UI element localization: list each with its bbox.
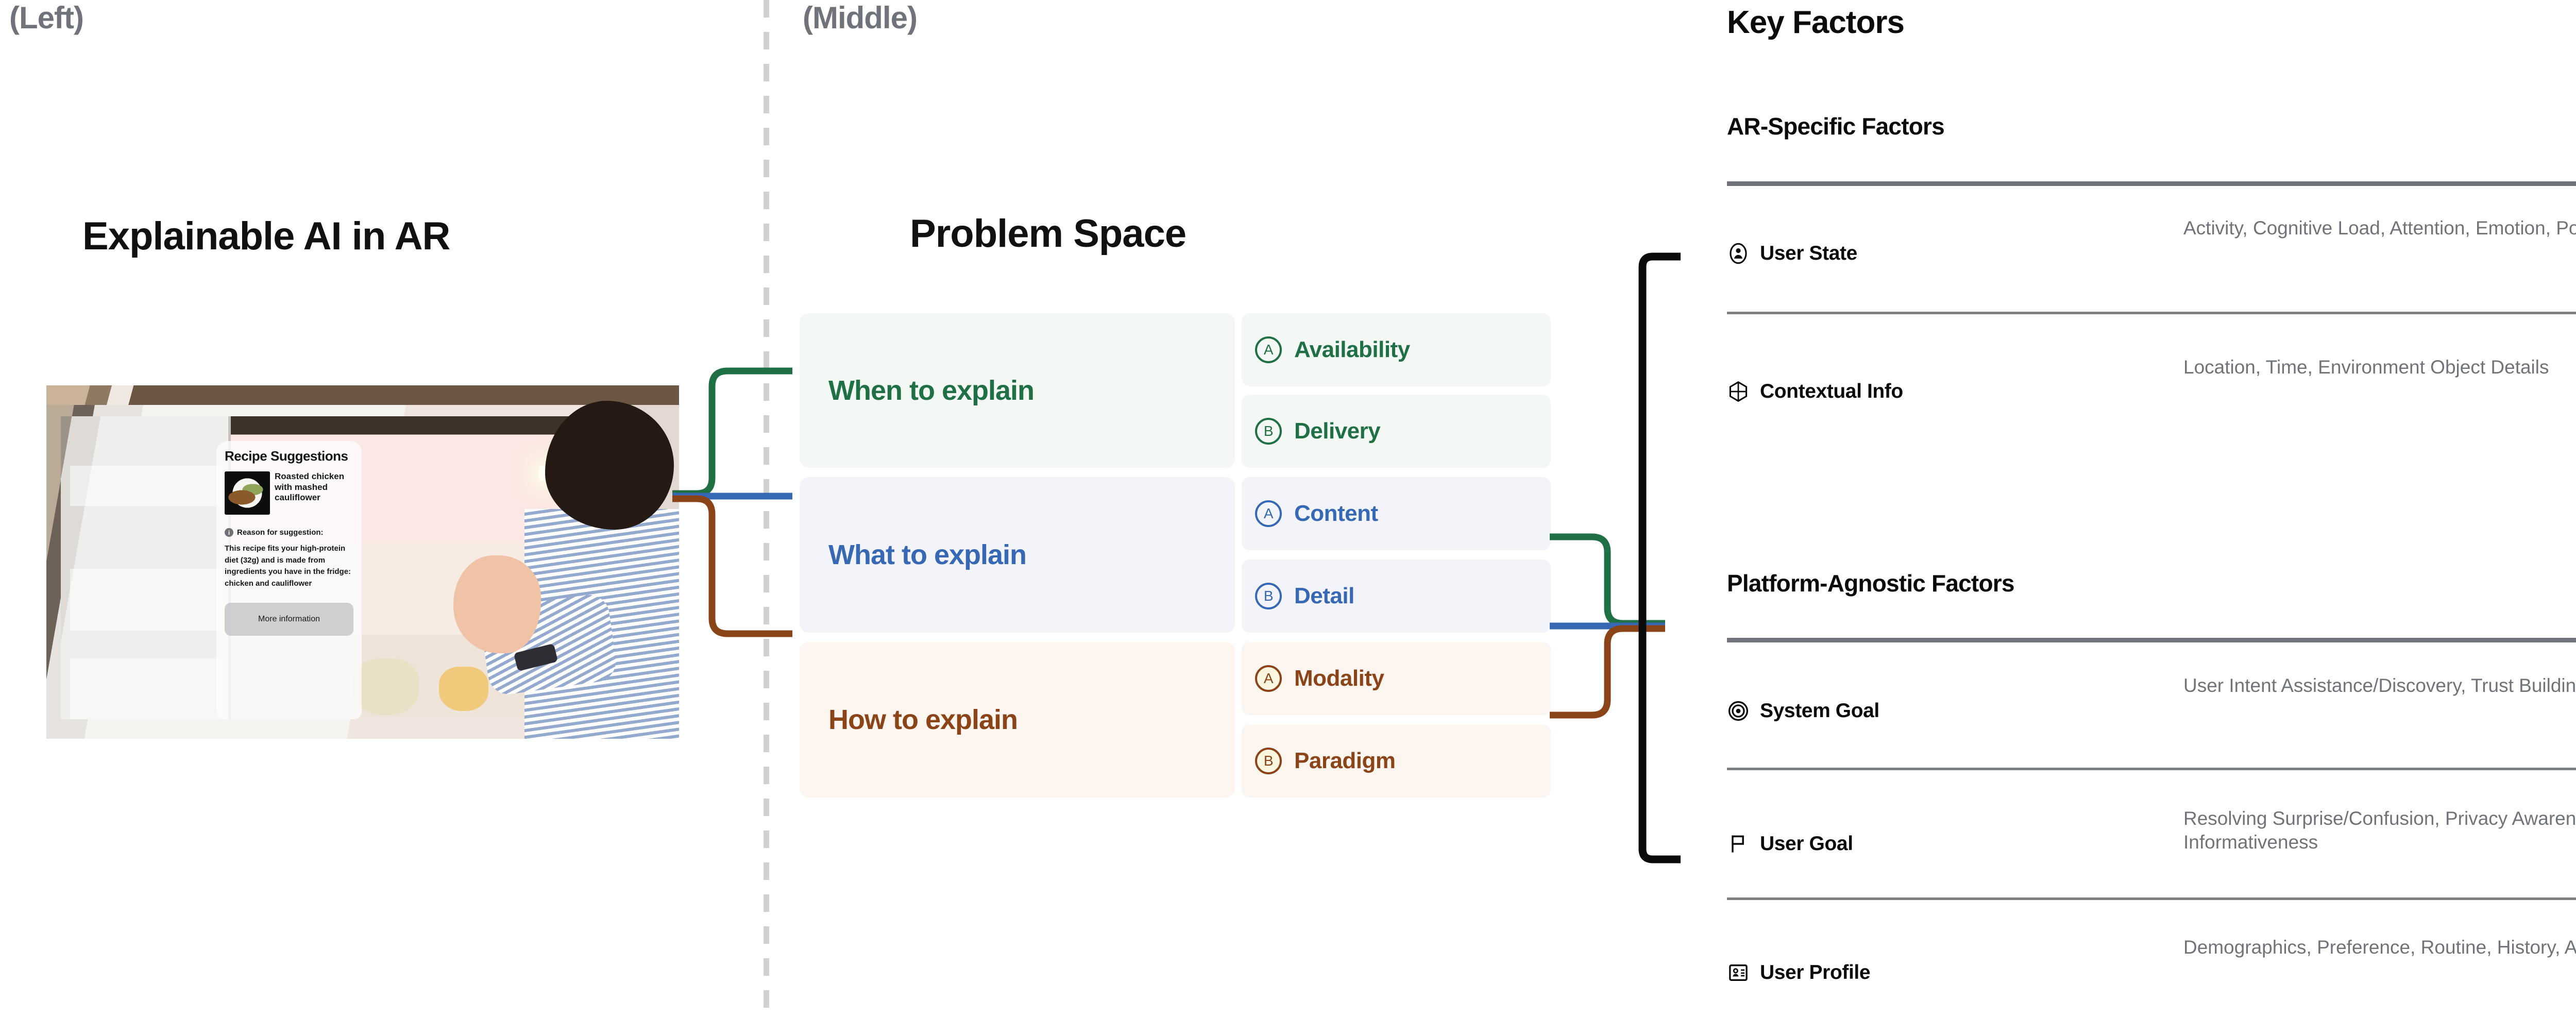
ar-card-heading: Recipe Suggestions	[225, 448, 348, 464]
row-value-user-goal: Resolving Surprise/Confusion, Privacy Aw…	[2183, 808, 2576, 853]
contextual-info-icon	[1729, 381, 1748, 402]
fridge-produce	[352, 658, 419, 715]
row-value-system-goal: User Intent Assistance/Discovery, Trust …	[2183, 675, 2576, 696]
fridge-fruit	[439, 667, 488, 711]
ar-specific-rule-mid	[1727, 312, 2576, 314]
platform-rule-top	[1727, 638, 2576, 642]
label-system-goal: System Goal	[1760, 700, 1879, 722]
group-what-to-explain[interactable]: What to explain	[800, 477, 1235, 633]
ar-specific-heading: AR-Specific Factors	[1727, 113, 1945, 140]
subitem-paradigm[interactable]: B Paradigm	[1242, 724, 1551, 798]
connector-groups-to-key-factors	[1550, 252, 1681, 863]
middle-title: Problem Space	[910, 212, 1187, 256]
key-factors-title: Key Factors	[1727, 5, 1905, 40]
platform-rule-1	[1727, 768, 2576, 770]
row-label-user-state: User State	[1727, 242, 1857, 265]
connector-photo-to-groups	[672, 367, 792, 637]
left-title: Explainable AI in AR	[82, 214, 450, 258]
badge-b-paradigm: B	[1255, 748, 1282, 774]
label-availability: Availability	[1294, 337, 1410, 362]
subitem-delivery[interactable]: B Delivery	[1242, 395, 1551, 468]
recipe-name: Roasted chicken with mashed cauliflower	[275, 471, 345, 503]
row-label-system-goal: System Goal	[1727, 700, 1879, 722]
row-value-user-profile: Demographics, Preference, Routine, Histo…	[2183, 937, 2576, 958]
fridge-door	[61, 416, 231, 719]
row-label-contextual-info: Contextual Info	[1727, 380, 1903, 403]
user-profile-icon	[1729, 964, 1748, 981]
label-delivery: Delivery	[1294, 418, 1381, 444]
row-value-user-state: Activity, Cognitive Load, Attention, Emo…	[2183, 217, 2576, 239]
row-value-contextual-info: Location, Time, Environment Object Detai…	[2183, 357, 2549, 378]
recipe-thumbnail	[225, 471, 270, 515]
label-detail: Detail	[1294, 583, 1354, 608]
subitem-content[interactable]: A Content	[1242, 477, 1551, 550]
door-shelf-1	[70, 466, 222, 506]
badge-b-detail: B	[1255, 583, 1282, 609]
label-paradigm: Paradigm	[1294, 748, 1396, 773]
user-state-icon	[1730, 243, 1747, 264]
door-shelf-3	[70, 658, 222, 719]
ar-reason-label: Reason for suggestion:	[237, 528, 324, 537]
platform-rule-2	[1727, 897, 2576, 900]
ar-overlay-card: Recipe Suggestions Roasted chicken with …	[216, 441, 362, 719]
subitem-detail[interactable]: B Detail	[1242, 560, 1551, 633]
label-modality: Modality	[1294, 666, 1384, 691]
label-contextual-info: Contextual Info	[1760, 380, 1903, 402]
badge-a-content: A	[1255, 500, 1282, 527]
subitem-modality[interactable]: A Modality	[1242, 642, 1551, 715]
divider-left-middle	[764, 0, 769, 1017]
more-information-button[interactable]: More information	[225, 603, 353, 636]
ar-recipe-row: Roasted chicken with mashed cauliflower	[225, 471, 353, 515]
ar-scenario-photo: Recipe Suggestions Roasted chicken with …	[46, 385, 679, 739]
label-content: Content	[1294, 501, 1378, 526]
label-user-profile: User Profile	[1760, 961, 1871, 984]
badge-a-availability: A	[1255, 336, 1282, 363]
person-hand	[453, 555, 541, 653]
section-tag-middle: (Middle)	[803, 1, 918, 35]
subitem-availability[interactable]: A Availability	[1242, 313, 1551, 386]
person-hair	[545, 401, 674, 530]
badge-b-delivery: B	[1255, 418, 1282, 445]
group-when-to-explain[interactable]: When to explain	[800, 313, 1235, 468]
platform-agnostic-heading: Platform-Agnostic Factors	[1727, 570, 2014, 597]
row-label-user-goal: User Goal	[1727, 833, 1853, 855]
user-goal-icon	[1732, 835, 1744, 853]
row-label-user-profile: User Profile	[1727, 961, 1871, 984]
ar-specific-rule-top	[1727, 181, 2576, 186]
ar-reason-body: This recipe fits your high-protein diet …	[225, 544, 351, 588]
section-tag-left: (Left)	[9, 1, 84, 35]
info-icon: i	[225, 528, 233, 537]
group-how-to-explain[interactable]: How to explain	[800, 642, 1235, 798]
badge-a-modality: A	[1255, 665, 1282, 692]
system-goal-icon	[1728, 701, 1749, 721]
label-user-state: User State	[1760, 242, 1857, 264]
ar-reason-row: i Reason for suggestion:	[225, 528, 353, 537]
door-shelf-2	[70, 569, 222, 631]
label-user-goal: User Goal	[1760, 833, 1853, 855]
